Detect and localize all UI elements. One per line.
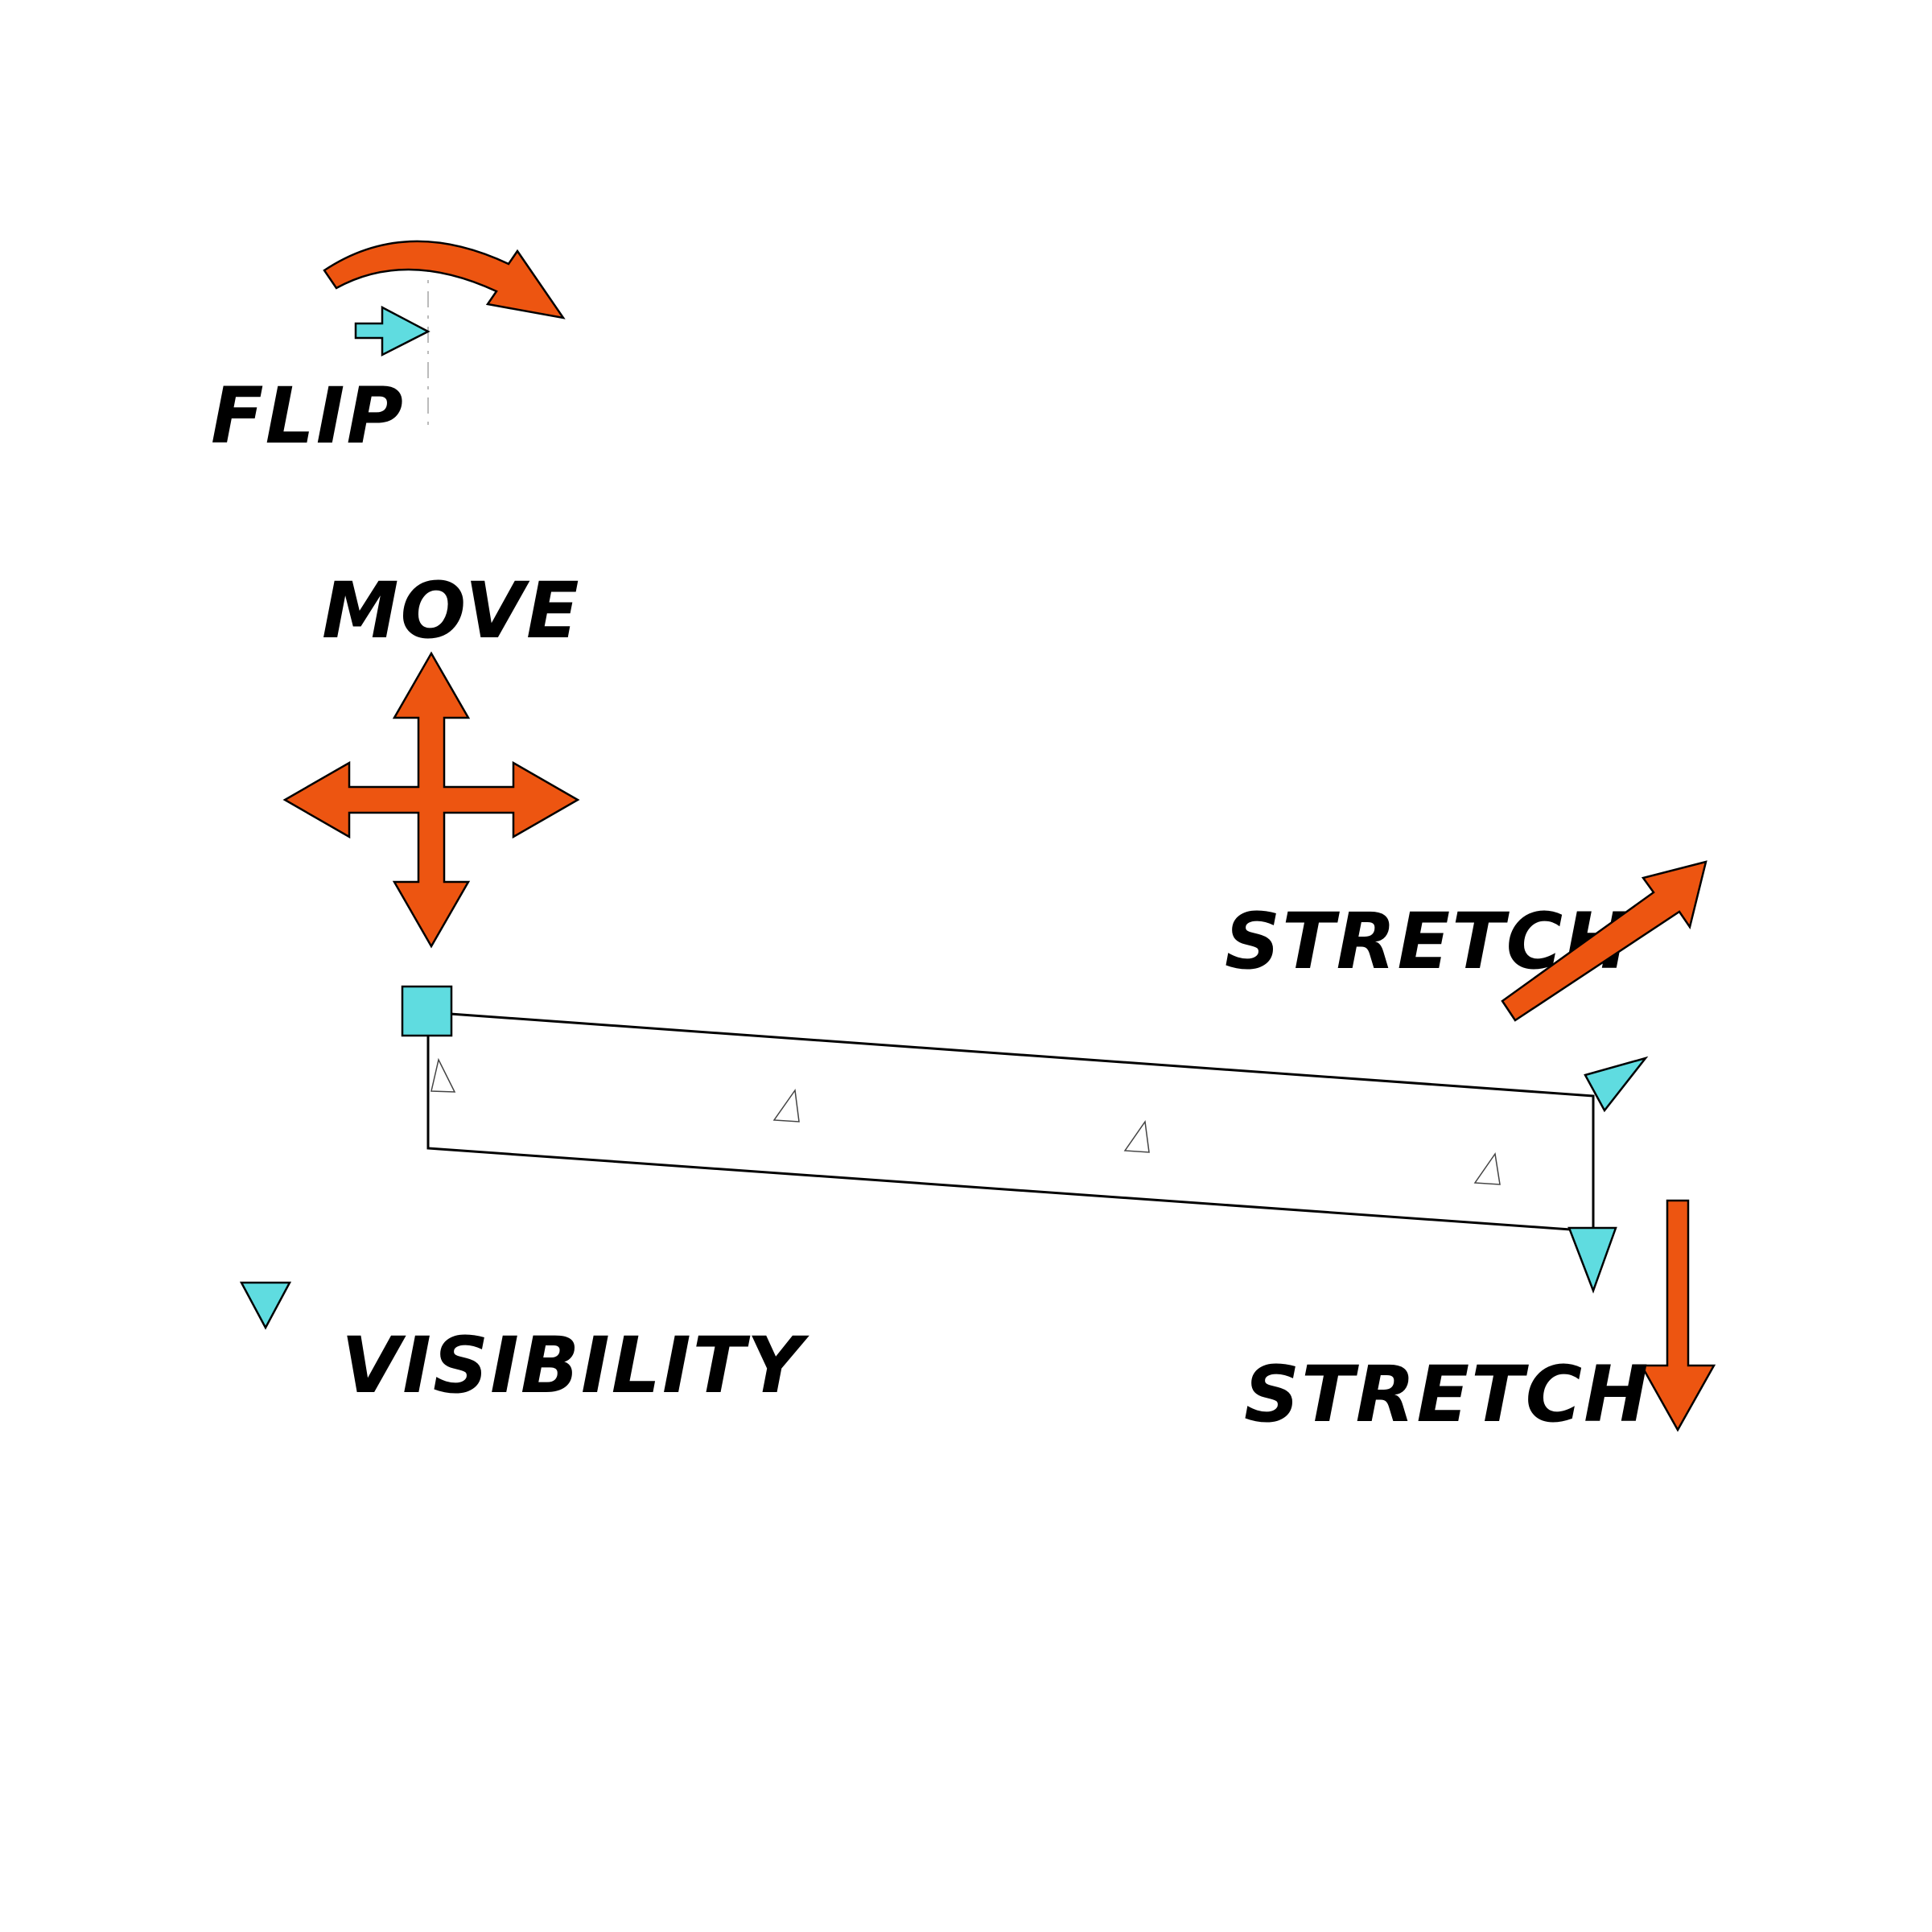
curved-arrow-icon <box>323 240 566 319</box>
square-grip-icon[interactable] <box>401 985 453 1037</box>
hatch-marker-icon <box>772 1088 800 1123</box>
triangle-grip-icon[interactable] <box>1584 1056 1649 1113</box>
visibility-group: VISIBILITY <box>239 1281 809 1411</box>
visibility-label: VISIBILITY <box>341 1320 809 1411</box>
hatch-marker-icon <box>430 1057 456 1093</box>
move-label: MOVE <box>322 566 581 656</box>
hatch-marker-icon <box>1123 1119 1150 1153</box>
flip-group: FLIP <box>211 240 566 461</box>
down-arrow-icon <box>1639 1199 1716 1432</box>
stretch-bottom-group: STRETCH <box>1244 1199 1716 1440</box>
flip-grip-icon[interactable] <box>354 305 430 357</box>
triangle-grip-icon[interactable] <box>1567 1226 1617 1294</box>
block-top-edge <box>427 1011 1595 1231</box>
flip-label: FLIP <box>211 371 405 461</box>
move-group: MOVE <box>282 566 581 949</box>
stretch-top-group: STRETCH <box>1225 860 1707 1113</box>
block-outline <box>426 1011 1595 1233</box>
hatch-marker-icon <box>1473 1152 1501 1185</box>
four-way-arrow-icon <box>282 651 580 949</box>
block-left-bottom-edge <box>426 1012 1594 1233</box>
diagonal-arrow-icon <box>1501 860 1707 1022</box>
visibility-triangle-icon[interactable] <box>239 1281 292 1330</box>
stretch-bottom-label: STRETCH <box>1244 1349 1650 1440</box>
